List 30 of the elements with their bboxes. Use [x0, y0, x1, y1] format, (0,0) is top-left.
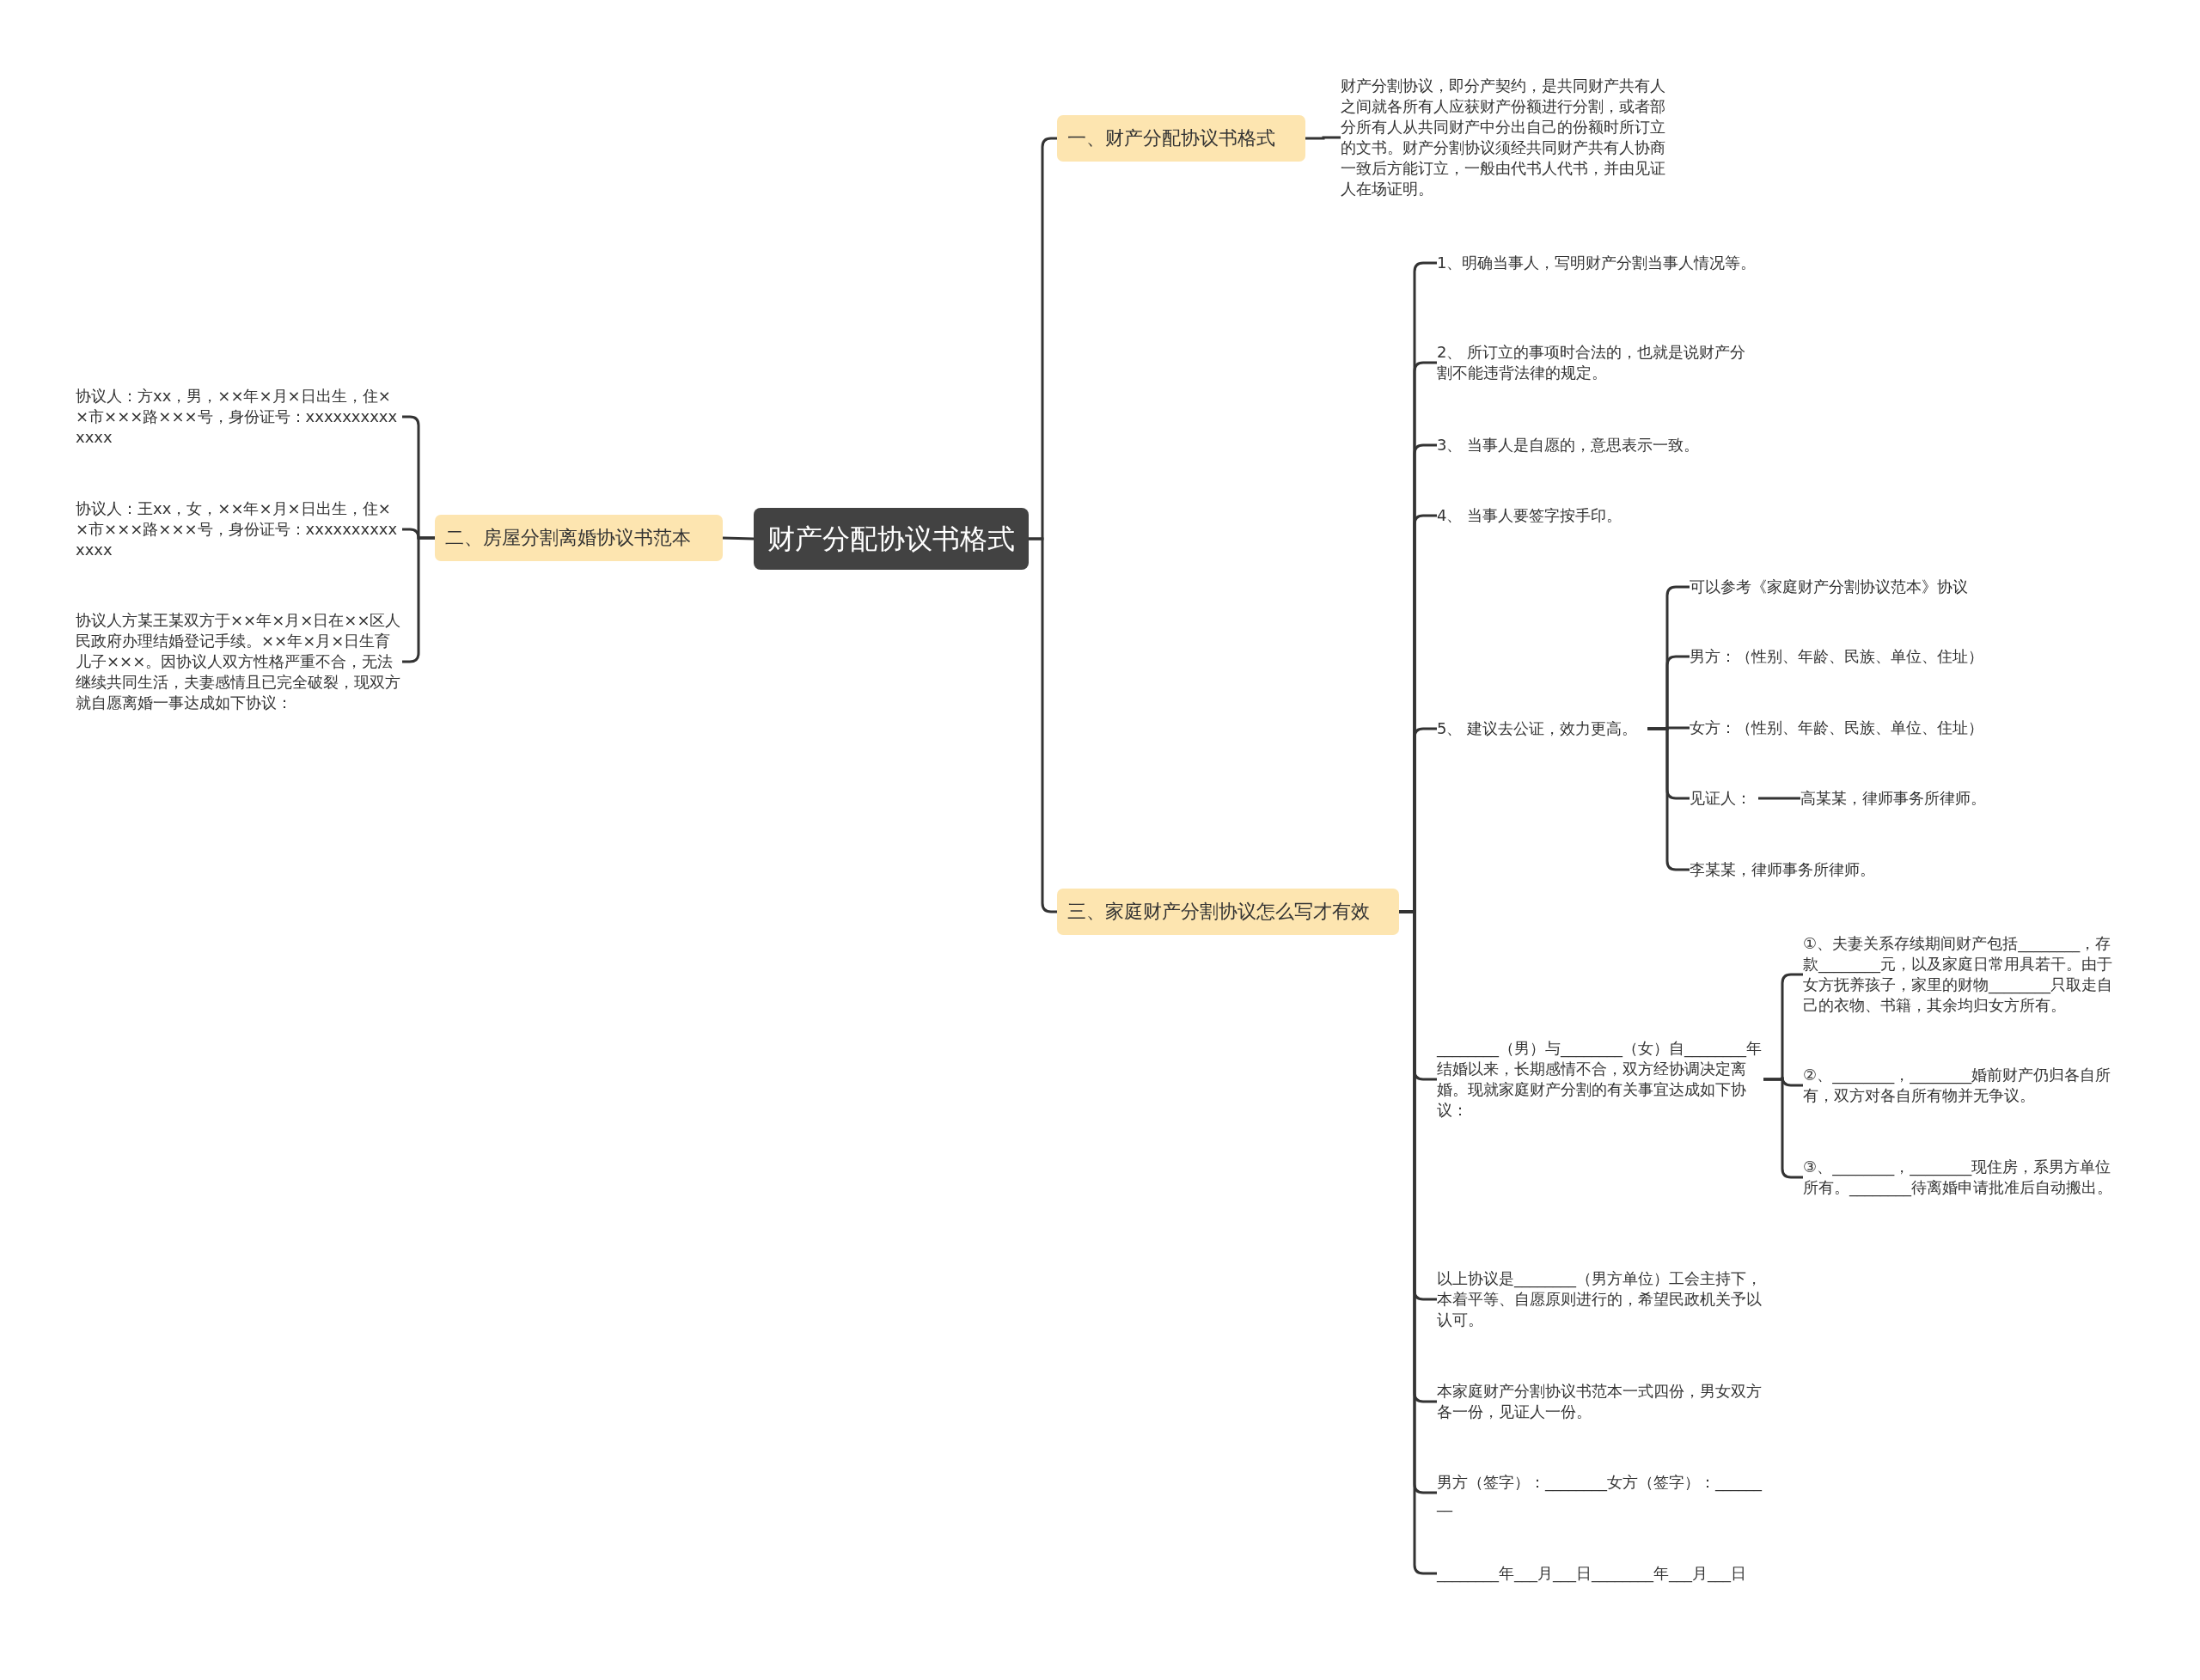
- branch-topic: 三、家庭财产分割协议怎么写才有效: [1057, 889, 1399, 935]
- connector-line: [722, 536, 755, 541]
- topic-text: 女方：（性别、年龄、民族、单位、住址）: [1690, 718, 2016, 738]
- branch-topic: 一、财产分配协议书格式: [1057, 115, 1305, 162]
- topic-text: 以上协议是________（男方单位）工会主持下，本着平等、自愿原则进行的，希望民政机关予以认可。: [1437, 1268, 1763, 1330]
- topic-text: ③、________，________现住房，系男方单位所有。________待离婚申请批准后自动搬出。: [1803, 1157, 2123, 1198]
- branch-topic: 二、房屋分割离婚协议书范本: [435, 515, 723, 561]
- topic-text: 协议人方某王某双方于××年×月×日在××区人民政府办理结婚登记手续。××年×月×日生育儿子×××。因协议人双方性格严重不合，无法继续共同生活，夫妻感情且已完全破裂，现双方就自愿离婚一事达成如下协议：: [76, 610, 402, 713]
- topic-text: ________（男）与________（女）自________年结婚以来，长期感情不合，双方经协调决定离婚。现就家庭财产分割的有关事宜达成如下协议：: [1437, 1038, 1763, 1121]
- topic-text: 4、 当事人要签字按手印。: [1437, 505, 1759, 526]
- topic-text: ①、夫妻关系存续期间财产包括________，存款________元，以及家庭日常用具若干。由于女方抚养孩子，家里的财物________只取走自己的衣物、书籍，其余均归女方所有。: [1803, 933, 2123, 1016]
- topic-text: 男方：（性别、年龄、民族、单位、住址）: [1690, 646, 2016, 667]
- connector-line: [1758, 797, 1800, 800]
- topic-text: 财产分割协议，即分产契约，是共同财产共有人之间就各所有人应获财产份额进行分割，或者部分所有人从共同财产中分出自己的份额时所订立的文书。财产分割协议须经共同财产共有人协商一致后方能订立，一般由代书人代书，并由见证人在场证明。: [1341, 76, 1671, 199]
- topic-text: 2、 所订立的事项时合法的，也就是说财产分割不能违背法律的规定。: [1437, 342, 1759, 383]
- topic-text: 本家庭财产分割协议书范本一式四份，男女双方各一份，见证人一份。: [1437, 1381, 1763, 1422]
- connector-line: [1305, 136, 1341, 140]
- topic-text: 5、 建议去公证，效力更高。: [1437, 718, 1647, 739]
- topic-text: 1、明确当事人，写明财产分割当事人情况等。: [1437, 253, 1759, 273]
- central-topic: 财产分配协议书格式: [754, 508, 1029, 570]
- topic-text: 协议人：方xx，男，××年×月×日出生，住××市×××路×××号，身份证号：xxxxxxxxxxxxxx: [76, 386, 402, 448]
- topic-text: 高某某，律师事务所律师。: [1800, 788, 2007, 809]
- topic-text: 可以参考《家庭财产分割协议范本》协议: [1690, 577, 2016, 597]
- topic-text: 男方（签字）：________女方（签字）：________: [1437, 1472, 1763, 1513]
- topic-text: 见证人：: [1690, 788, 1758, 809]
- topic-text: 协议人：王xx，女，××年×月×日出生，住××市×××路×××号，身份证号：xxxxxxxxxxxxxx: [76, 498, 402, 560]
- topic-text: 3、 当事人是自愿的，意思表示一致。: [1437, 435, 1759, 455]
- topic-text: ________年___月___日________年___月___日: [1437, 1563, 1763, 1584]
- topic-text: 李某某，律师事务所律师。: [1690, 859, 1896, 880]
- topic-text: ②、________，________婚前财产仍归各自所有，双方对各自所有物并无争议。: [1803, 1065, 2123, 1106]
